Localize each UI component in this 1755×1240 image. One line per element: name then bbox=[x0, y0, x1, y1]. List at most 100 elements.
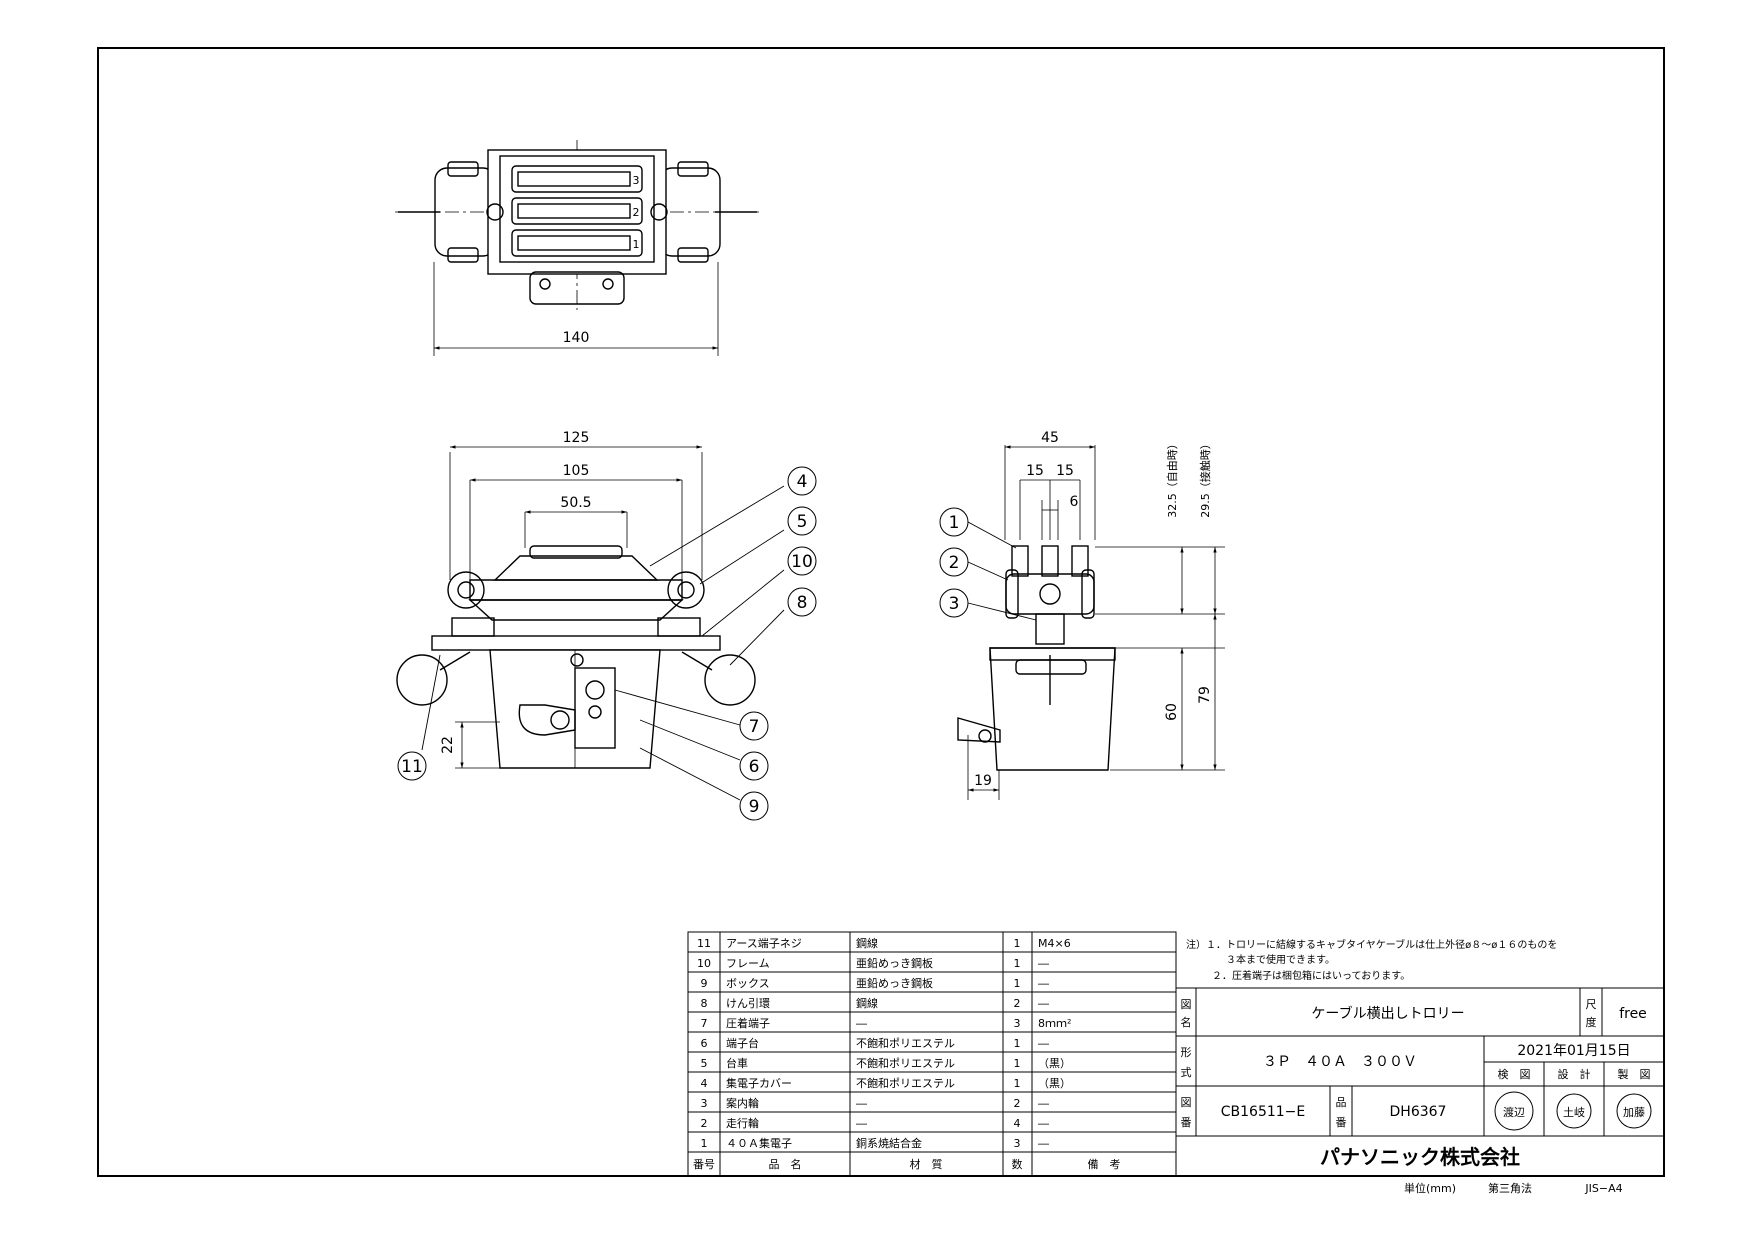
table-cell: 2 bbox=[1014, 997, 1021, 1010]
table-cell: 台車 bbox=[726, 1056, 748, 1070]
table-cell: 1 bbox=[1014, 1077, 1021, 1090]
table-cell: 1 bbox=[701, 1137, 708, 1150]
table-cell: 銅系焼結合金 bbox=[856, 1136, 922, 1150]
callout-9: 9 bbox=[749, 797, 760, 817]
stamp-checked: 渡辺 bbox=[1494, 1091, 1534, 1131]
callout-8: 8 bbox=[797, 593, 808, 613]
table-cell: 不飽和ポリエステル bbox=[856, 1056, 955, 1070]
table-cell: ― bbox=[1038, 977, 1049, 990]
table-cell: （黒） bbox=[1038, 1057, 1071, 1070]
header-material: 材 質 bbox=[910, 1157, 943, 1171]
stamp-drawn: 加藤 bbox=[1616, 1093, 1652, 1129]
side-dim-60: 60 bbox=[1164, 703, 1180, 721]
table-cell: 鋼線 bbox=[856, 936, 878, 950]
side-dim-6: 6 bbox=[1070, 494, 1079, 510]
top-dim-140: 140 bbox=[563, 330, 590, 346]
label-drawing-name-2: 名 bbox=[1181, 1015, 1192, 1029]
table-cell: ４０Ａ集電子 bbox=[726, 1136, 792, 1150]
table-cell: 亜鉛めっき鋼板 bbox=[856, 976, 933, 990]
table-cell: 4 bbox=[701, 1077, 708, 1090]
notes: 注）１．トロリーに結線するキャブタイヤケーブルは仕上外径ø８～ø１６のものを ３… bbox=[1186, 938, 1557, 982]
svg-text:土岐: 土岐 bbox=[1563, 1106, 1585, 1119]
terminal-number-2: 2 bbox=[633, 206, 640, 219]
scale-value: free bbox=[1619, 1006, 1647, 1022]
issue-date: 2021年01月15日 bbox=[1517, 1043, 1630, 1059]
callout-10: 10 bbox=[791, 552, 813, 572]
table-cell: 鋼線 bbox=[856, 996, 878, 1010]
side-dim-29-5-contact: 29.5（接触時） bbox=[1198, 438, 1212, 518]
table-cell: M4×6 bbox=[1038, 937, 1071, 950]
table-cell: フレーム bbox=[726, 957, 770, 970]
table-cell: 2 bbox=[1014, 1097, 1021, 1110]
product-number: DH6367 bbox=[1390, 1104, 1447, 1120]
callout-6: 6 bbox=[749, 757, 760, 777]
paper-size-label: JIS−A4 bbox=[1584, 1182, 1622, 1195]
table-cell: 端子台 bbox=[726, 1036, 759, 1050]
table-cell: ― bbox=[856, 1017, 867, 1030]
front-dim-125: 125 bbox=[563, 430, 590, 446]
terminal-number-1: 1 bbox=[633, 238, 640, 251]
callout-11: 11 bbox=[401, 757, 423, 777]
table-cell: 不飽和ポリエステル bbox=[856, 1076, 955, 1090]
table-cell: 5 bbox=[701, 1057, 708, 1070]
table-cell: 亜鉛めっき鋼板 bbox=[856, 956, 933, 970]
label-drawing-no-1: 図 bbox=[1181, 1096, 1192, 1109]
note-line-1: 注）１．トロリーに結線するキャブタイヤケーブルは仕上外径ø８～ø１６のものを bbox=[1186, 938, 1557, 951]
table-cell: 走行輪 bbox=[726, 1116, 759, 1130]
table-cell: けん引環 bbox=[726, 996, 770, 1010]
table-cell: ― bbox=[856, 1097, 867, 1110]
title-block bbox=[1175, 987, 1665, 1177]
table-cell: 1 bbox=[1014, 977, 1021, 990]
table-cell: ― bbox=[1038, 1097, 1049, 1110]
side-callouts: 1 2 3 bbox=[939, 507, 969, 618]
table-cell: ボックス bbox=[726, 977, 770, 990]
table-cell: ― bbox=[1038, 1037, 1049, 1050]
table-cell: ― bbox=[1038, 957, 1049, 970]
parts-table bbox=[687, 931, 1177, 1177]
callout-7: 7 bbox=[749, 717, 760, 737]
company-name: パナソニック株式会社 bbox=[1320, 1145, 1520, 1169]
role-drawn: 製 図 bbox=[1618, 1067, 1651, 1081]
table-cell: ― bbox=[856, 1117, 867, 1130]
callout-3: 3 bbox=[949, 594, 960, 614]
table-cell: 8ｍｍ² bbox=[1038, 1017, 1071, 1030]
label-product-no-1: 品 bbox=[1336, 1096, 1347, 1109]
front-view bbox=[396, 445, 785, 801]
svg-text:加藤: 加藤 bbox=[1623, 1106, 1645, 1119]
table-cell: 集電子カバー bbox=[726, 1076, 792, 1090]
table-cell: 8 bbox=[701, 997, 708, 1010]
table-cell: 11 bbox=[697, 937, 711, 950]
label-type-2: 式 bbox=[1181, 1066, 1192, 1079]
header-part-name: 品 名 bbox=[769, 1157, 802, 1171]
table-cell: （黒） bbox=[1038, 1077, 1071, 1090]
table-cell: 3 bbox=[1014, 1137, 1021, 1150]
table-cell: ― bbox=[1038, 1137, 1049, 1150]
table-cell: 1 bbox=[1014, 937, 1021, 950]
callout-4: 4 bbox=[797, 472, 808, 492]
terminal-number-3: 3 bbox=[633, 174, 640, 187]
front-dim-22: 22 bbox=[440, 736, 456, 754]
front-dim-50-5: 50.5 bbox=[560, 495, 591, 511]
table-cell: 4 bbox=[1014, 1117, 1021, 1130]
label-scale-2: 度 bbox=[1586, 1015, 1597, 1029]
drawing-number: CB16511−E bbox=[1221, 1104, 1306, 1120]
side-dim-45: 45 bbox=[1041, 430, 1059, 446]
side-dim-79: 79 bbox=[1197, 686, 1213, 704]
label-type-1: 形 bbox=[1181, 1046, 1192, 1059]
table-cell: ― bbox=[1038, 997, 1049, 1010]
side-view bbox=[957, 445, 1225, 800]
role-designed: 設 計 bbox=[1558, 1067, 1591, 1081]
drawing-name: ケーブル横出しトロリー bbox=[1311, 1005, 1464, 1022]
table-cell: 1 bbox=[1014, 1037, 1021, 1050]
label-product-no-2: 番 bbox=[1336, 1116, 1347, 1129]
front-callouts: 4 5 10 8 7 6 9 11 bbox=[397, 466, 817, 821]
table-cell: 案内輪 bbox=[726, 1096, 759, 1110]
table-cell: 1 bbox=[1014, 957, 1021, 970]
table-cell: 7 bbox=[701, 1017, 708, 1030]
side-dim-19: 19 bbox=[974, 773, 992, 789]
table-cell: 10 bbox=[697, 957, 711, 970]
table-cell: 2 bbox=[701, 1117, 708, 1130]
svg-text:渡辺: 渡辺 bbox=[1503, 1105, 1525, 1119]
top-view bbox=[395, 140, 760, 356]
